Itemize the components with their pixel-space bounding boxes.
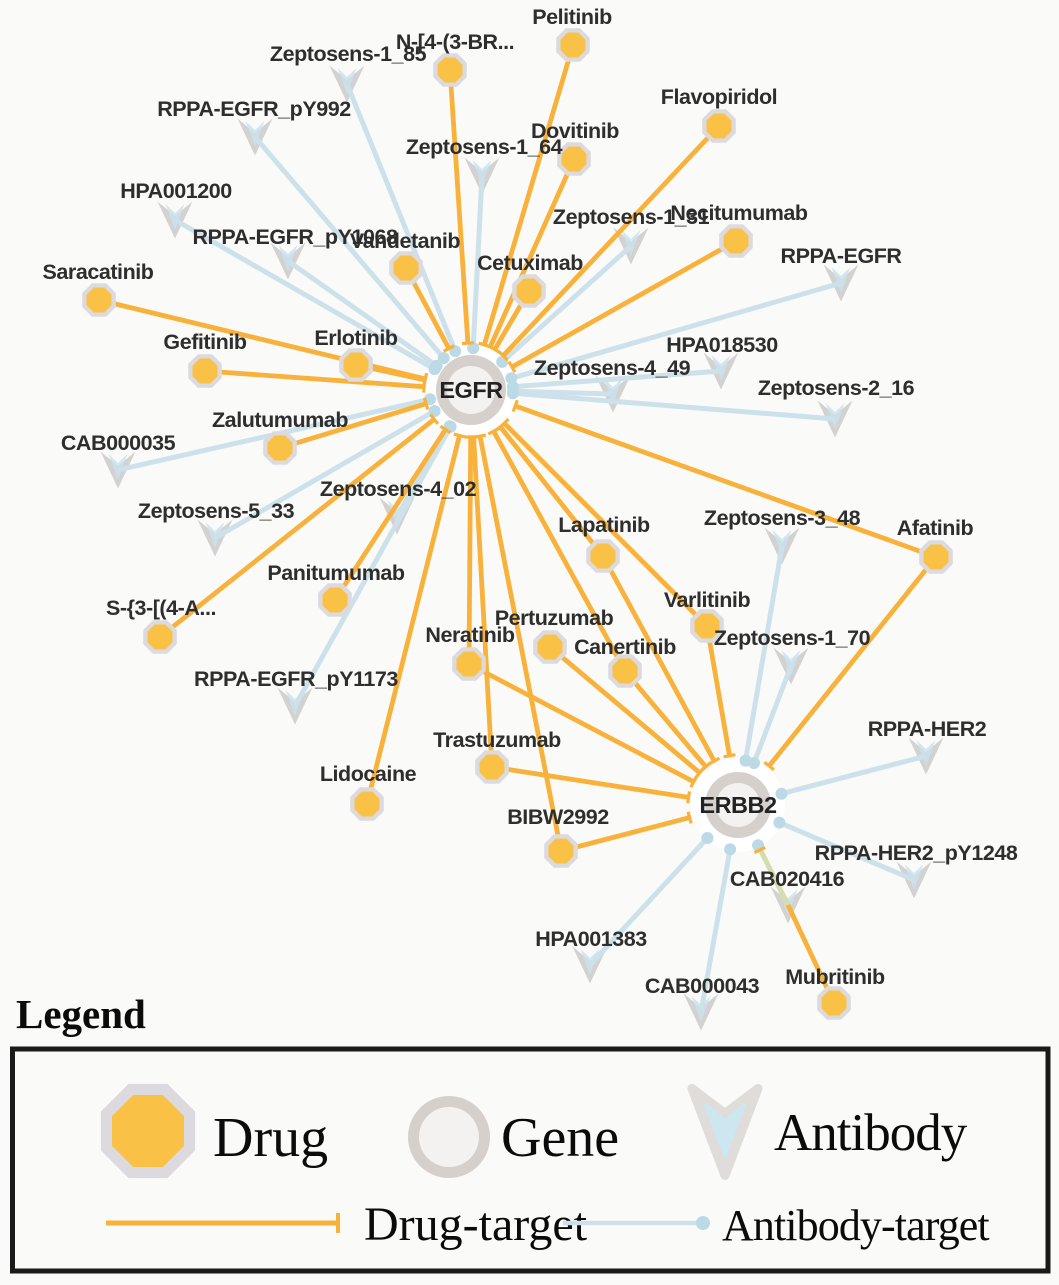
svg-text:ERBB2: ERBB2 — [699, 792, 777, 818]
svg-text:CAB020416: CAB020416 — [730, 867, 845, 891]
svg-text:Zeptosens-1_64: Zeptosens-1_64 — [406, 135, 563, 159]
svg-text:Zeptosens-5_33: Zeptosens-5_33 — [138, 499, 295, 523]
svg-text:Zeptosens-1_31: Zeptosens-1_31 — [553, 205, 710, 229]
svg-text:RPPA-HER2_pY1248: RPPA-HER2_pY1248 — [815, 841, 1018, 865]
svg-text:Legend: Legend — [16, 991, 146, 1037]
svg-text:CAB000035: CAB000035 — [61, 431, 176, 455]
svg-text:Lapatinib: Lapatinib — [558, 513, 650, 537]
svg-text:Zeptosens-4_49: Zeptosens-4_49 — [534, 356, 691, 380]
svg-text:Drug: Drug — [213, 1107, 328, 1169]
svg-text:Lidocaine: Lidocaine — [320, 762, 417, 786]
svg-text:RPPA-EGFR_pY992: RPPA-EGFR_pY992 — [157, 97, 351, 121]
svg-text:RPPA-EGFR_pY1173: RPPA-EGFR_pY1173 — [194, 667, 398, 691]
svg-text:Antibody-target: Antibody-target — [722, 1201, 989, 1250]
svg-text:Zeptosens-2_16: Zeptosens-2_16 — [758, 376, 915, 400]
svg-text:Neratinib: Neratinib — [425, 623, 514, 647]
svg-text:Zeptosens-1_70: Zeptosens-1_70 — [714, 626, 871, 650]
svg-text:RPPA-EGFR: RPPA-EGFR — [781, 244, 903, 268]
svg-text:Saracatinib: Saracatinib — [43, 260, 154, 284]
svg-text:BIBW2992: BIBW2992 — [507, 805, 609, 829]
svg-text:RPPA-EGFR_pY1068: RPPA-EGFR_pY1068 — [192, 225, 398, 249]
svg-text:Panitumumab: Panitumumab — [267, 561, 405, 585]
svg-text:RPPA-HER2: RPPA-HER2 — [868, 717, 987, 741]
svg-text:Mubritinib: Mubritinib — [785, 965, 885, 989]
svg-text:Zeptosens-1_85: Zeptosens-1_85 — [270, 42, 427, 66]
svg-text:Drug-target: Drug-target — [364, 1198, 588, 1251]
svg-text:HPA018530: HPA018530 — [666, 333, 778, 357]
svg-text:Zeptosens-4_02: Zeptosens-4_02 — [320, 477, 477, 501]
svg-text:HPA001383: HPA001383 — [535, 927, 647, 951]
svg-text:Afatinib: Afatinib — [897, 516, 974, 540]
svg-text:Gene: Gene — [501, 1107, 619, 1169]
svg-text:Varlitinib: Varlitinib — [664, 588, 751, 612]
svg-text:Cetuximab: Cetuximab — [477, 251, 583, 275]
svg-text:Flavopiridol: Flavopiridol — [661, 85, 777, 109]
svg-text:HPA001200: HPA001200 — [120, 179, 232, 203]
svg-text:Erlotinib: Erlotinib — [314, 326, 397, 350]
svg-text:Trastuzumab: Trastuzumab — [433, 728, 561, 752]
svg-text:Zalutumumab: Zalutumumab — [212, 408, 348, 432]
svg-text:Necitumumab: Necitumumab — [670, 201, 808, 225]
svg-text:Pertuzumab: Pertuzumab — [495, 606, 614, 630]
svg-text:Dovitinib: Dovitinib — [531, 119, 619, 143]
svg-text:S-{3-[(4-A...: S-{3-[(4-A... — [106, 596, 216, 620]
svg-text:Zeptosens-3_48: Zeptosens-3_48 — [704, 506, 861, 530]
svg-text:Gefitinib: Gefitinib — [163, 330, 246, 354]
svg-text:Pelitinib: Pelitinib — [532, 5, 612, 29]
svg-text:EGFR: EGFR — [439, 377, 503, 403]
svg-text:N-[4-(3-BR...: N-[4-(3-BR... — [396, 30, 514, 54]
svg-text:Canertinib: Canertinib — [574, 635, 676, 659]
svg-text:Antibody: Antibody — [774, 1104, 968, 1162]
svg-text:Vandetanib: Vandetanib — [350, 229, 461, 253]
svg-text:CAB000043: CAB000043 — [645, 974, 760, 998]
